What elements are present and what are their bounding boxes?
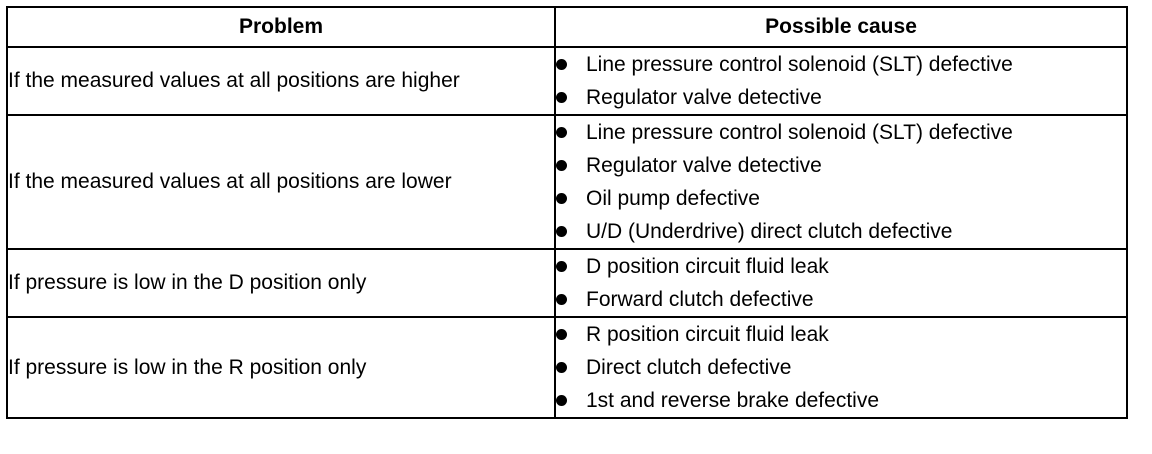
header-row: Problem Possible cause [6, 6, 1128, 48]
cause-text: D position circuit fluid leak [586, 255, 829, 278]
problem-column-header: Problem [6, 6, 556, 48]
problem-cell: If the measured values at all positions … [6, 114, 556, 250]
table-row: If the measured values at all positions … [6, 46, 1128, 116]
table-header: Problem Possible cause [6, 6, 1128, 48]
cause-item: D position circuit fluid leak [556, 250, 1126, 283]
table-row: If the measured values at all positions … [6, 114, 1128, 250]
cause-item: Regulator valve detective [556, 81, 1126, 114]
diagnosis-table: Problem Possible cause If the measured v… [6, 6, 1128, 419]
cause-cell: Line pressure control solenoid (SLT) def… [554, 114, 1128, 250]
problem-cell: If pressure is low in the R position onl… [6, 316, 556, 419]
cause-text: Direct clutch defective [586, 356, 792, 379]
cause-item: Forward clutch defective [556, 283, 1126, 316]
cause-cell: Line pressure control solenoid (SLT) def… [554, 46, 1128, 116]
cause-item: Direct clutch defective [556, 351, 1126, 384]
cause-text: U/D (Underdrive) direct clutch defective [586, 220, 953, 243]
bullet-icon [556, 160, 567, 171]
cause-list: Line pressure control solenoid (SLT) def… [556, 48, 1126, 114]
problem-cell: If the measured values at all positions … [6, 46, 556, 116]
cause-item: 1st and reverse brake defective [556, 384, 1126, 417]
cause-list: Line pressure control solenoid (SLT) def… [556, 116, 1126, 248]
bullet-icon [556, 261, 567, 272]
cause-item: Regulator valve detective [556, 149, 1126, 182]
cause-column-header: Possible cause [554, 6, 1128, 48]
bullet-icon [556, 59, 567, 70]
bullet-icon [556, 92, 567, 103]
table-row: If pressure is low in the D position onl… [6, 248, 1128, 318]
bullet-icon [556, 329, 567, 340]
bullet-icon [556, 226, 567, 237]
cause-item: R position circuit fluid leak [556, 318, 1126, 351]
cause-text: Forward clutch defective [586, 288, 814, 311]
cause-cell: R position circuit fluid leak Direct clu… [554, 316, 1128, 419]
problem-cell: If pressure is low in the D position onl… [6, 248, 556, 318]
cause-text: Oil pump defective [586, 187, 760, 210]
bullet-icon [556, 193, 567, 204]
cause-text: R position circuit fluid leak [586, 323, 829, 346]
cause-list: D position circuit fluid leak Forward cl… [556, 250, 1126, 316]
cause-item: Line pressure control solenoid (SLT) def… [556, 116, 1126, 149]
cause-text: Regulator valve detective [586, 154, 822, 177]
cause-item: U/D (Underdrive) direct clutch defective [556, 215, 1126, 248]
cause-text: Regulator valve detective [586, 86, 822, 109]
table-row: If pressure is low in the R position onl… [6, 316, 1128, 419]
bullet-icon [556, 294, 567, 305]
cause-text: Line pressure control solenoid (SLT) def… [586, 53, 1013, 76]
bullet-icon [556, 127, 567, 138]
cause-cell: D position circuit fluid leak Forward cl… [554, 248, 1128, 318]
cause-list: R position circuit fluid leak Direct clu… [556, 318, 1126, 417]
bullet-icon [556, 395, 567, 406]
bullet-icon [556, 362, 567, 373]
cause-item: Line pressure control solenoid (SLT) def… [556, 48, 1126, 81]
table-body: If the measured values at all positions … [6, 46, 1128, 419]
cause-item: Oil pump defective [556, 182, 1126, 215]
cause-text: 1st and reverse brake defective [586, 389, 879, 412]
cause-text: Line pressure control solenoid (SLT) def… [586, 121, 1013, 144]
